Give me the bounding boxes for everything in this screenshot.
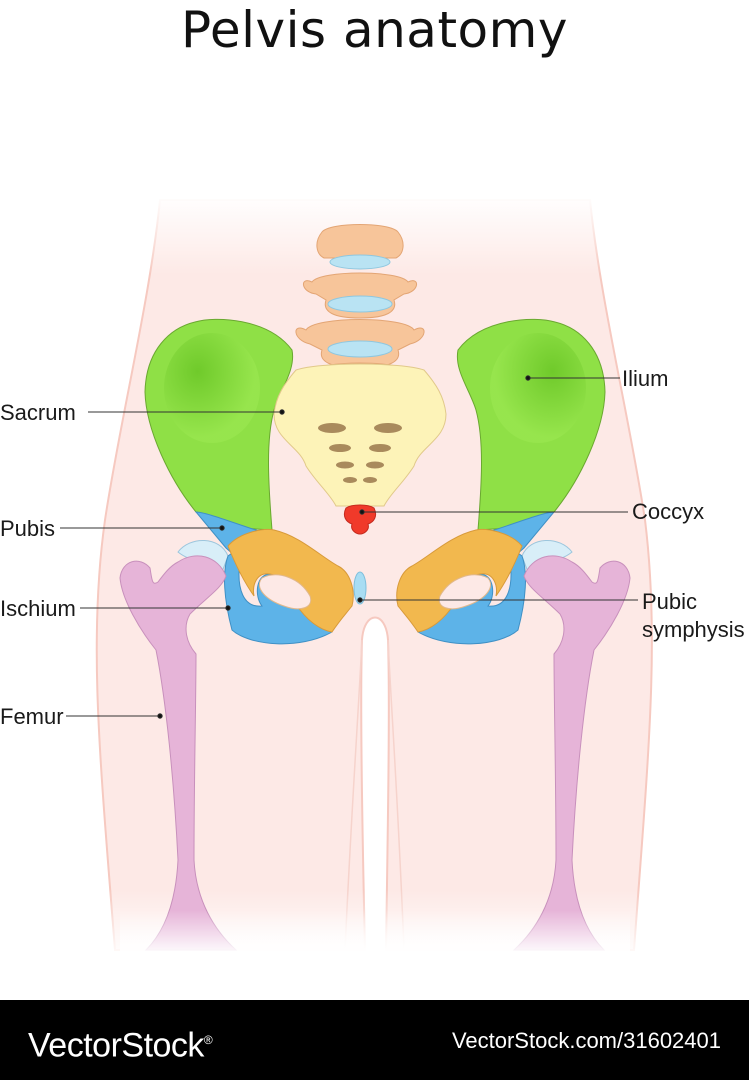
point-coccyx bbox=[359, 509, 365, 515]
sacrum-shape bbox=[273, 363, 447, 507]
disc-2 bbox=[327, 295, 393, 313]
brand-name: VectorStock bbox=[28, 1026, 204, 1065]
vertebra-top bbox=[316, 224, 404, 259]
point-sacrum bbox=[279, 409, 285, 415]
point-pubis bbox=[219, 525, 225, 531]
label-femur: Femur bbox=[0, 704, 64, 729]
femur-fade bbox=[120, 910, 630, 955]
sacrum bbox=[273, 363, 447, 507]
sacral-foramen-3r bbox=[366, 461, 384, 469]
ilium-left-shade bbox=[164, 333, 260, 443]
label-ilium: Ilium bbox=[622, 366, 669, 391]
label-sacrum: Sacrum bbox=[0, 400, 76, 425]
sacral-foramen-4l bbox=[343, 477, 357, 483]
sacral-foramen-1l bbox=[318, 423, 346, 433]
leader-lines bbox=[60, 375, 638, 719]
label-pubis: Pubis bbox=[0, 516, 56, 541]
obturator-foramen-left bbox=[259, 574, 312, 610]
ilium-right-shade bbox=[490, 333, 586, 443]
brand-registered-mark: ® bbox=[203, 1033, 213, 1047]
point-pubic-symphysis bbox=[357, 597, 363, 603]
sacral-foramen-2r bbox=[369, 444, 391, 452]
point-femur bbox=[157, 713, 163, 719]
footer-bar: VectorStock® VectorStock.com/31602401 bbox=[0, 1000, 749, 1080]
label-ischium: Ischium bbox=[0, 596, 76, 621]
disc-1 bbox=[329, 254, 391, 270]
sacral-foramen-4r bbox=[363, 477, 377, 483]
label-coccyx: Coccyx bbox=[632, 499, 705, 524]
ilium-bones bbox=[144, 318, 606, 531]
point-ischium bbox=[225, 605, 231, 611]
page-title: Pelvis anatomy bbox=[181, 1, 568, 59]
disc-3 bbox=[327, 340, 393, 358]
sacral-foramen-2l bbox=[329, 444, 351, 452]
point-ilium bbox=[525, 375, 531, 381]
sacral-foramen-3l bbox=[336, 461, 354, 469]
image-id: VectorStock.com/31602401 bbox=[451, 1028, 721, 1053]
sacral-foramen-1r bbox=[374, 423, 402, 433]
femur-bones bbox=[119, 555, 631, 955]
brand-logo: VectorStock® bbox=[28, 1020, 213, 1065]
label-pubic-symphysis-line1: Pubic bbox=[642, 589, 698, 614]
pelvis-diagram bbox=[60, 195, 670, 960]
label-pubic-symphysis-line2: symphysis bbox=[642, 617, 745, 642]
pubic-symphysis-disc bbox=[353, 571, 367, 605]
